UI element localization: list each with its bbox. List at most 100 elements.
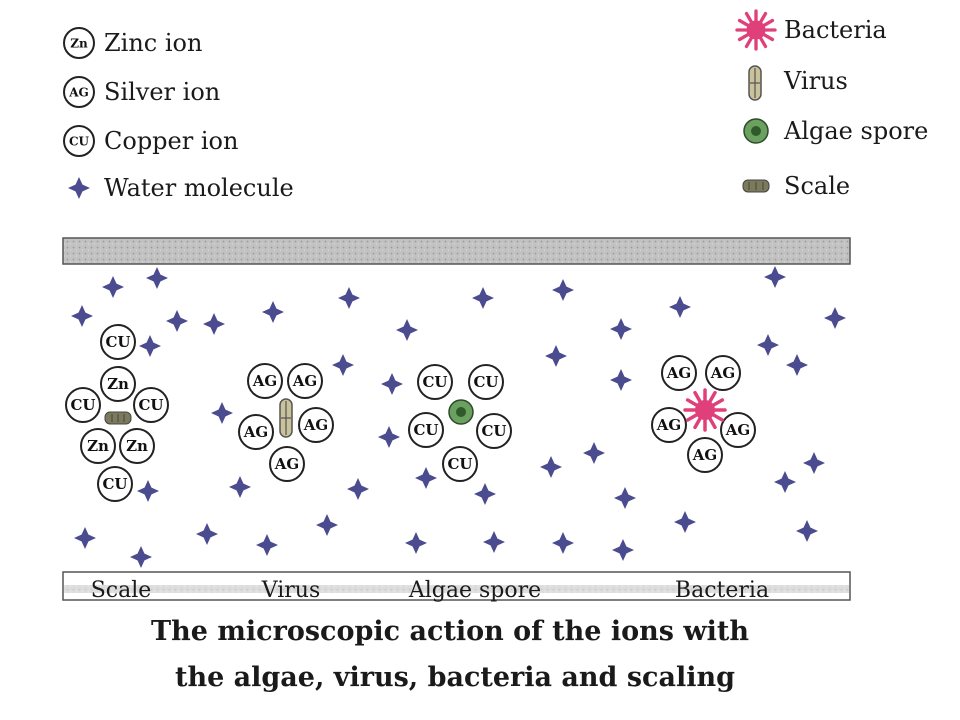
water-molecule-icon [674,511,696,533]
water-molecule-icon [614,487,636,509]
water-molecule-icon [262,301,284,323]
ion-cu: CU [100,324,136,360]
ion-cu: CU [417,364,453,400]
ion-ag: AG [661,355,697,391]
ion-label: Zn [87,437,109,455]
water-molecule-icon [583,442,605,464]
water-molecule-icon [137,480,159,502]
ion-label: AG [274,455,299,473]
ion-label: AG [666,364,691,382]
ion-cu: CU [408,412,444,448]
ion-cu: CU [97,466,133,502]
ion-cu: CU [133,387,169,423]
zinc-ion-icon [63,27,95,59]
group-labels: Scale Virus Algae spore Bacteria [91,578,769,603]
ion-cu: CU [468,364,504,400]
legend-scale-label: Scale [784,172,850,200]
water-molecule-icon [102,276,124,298]
legend-algae-label: Algae spore [783,117,928,145]
legend-item-zinc-ion: Zn Zinc ion [63,27,202,59]
water-molecule-icon [786,354,808,376]
bacteria-icon [735,9,777,51]
water-molecule-icon [415,467,437,489]
legend-zinc-symbol: Zn [70,37,88,51]
ion-label: AG [292,372,317,390]
scale-icon [104,411,132,425]
water-molecule-icon [338,287,360,309]
ion-label: AG [710,364,735,382]
ion-label: CU [473,373,498,391]
water-molecule-icon [146,267,168,289]
group-label-scale: Scale [91,578,152,603]
water-molecule-icon [396,319,418,341]
legend-copper-symbol: CU [69,135,90,149]
silver-ion-icon [63,76,95,108]
water-molecule-icon [803,452,825,474]
ion-label: CU [413,421,438,439]
water-molecule-icon [796,520,818,542]
water-molecule-icon [130,546,152,568]
water-molecule-icon [764,266,786,288]
legend-copper-label: Copper ion [104,127,238,155]
group-label-virus: Virus [261,578,321,603]
legend-item-algae-spore: Algae spore [743,117,928,145]
virus-icon [748,65,762,101]
water-molecule-icon [774,471,796,493]
water-molecule-icon [256,534,278,556]
water-molecule-icon [316,514,338,536]
ion-label: CU [422,373,447,391]
ion-cu: CU [442,446,478,482]
legend-water-label: Water molecule [104,174,294,202]
scale-icon [742,179,770,193]
ion-ag: AG [720,412,756,448]
virus-icon [279,398,293,438]
legend-item-scale: Scale [742,172,850,200]
ion-zn: Zn [100,366,136,402]
legend-right: Bacteria Virus Algae spore Sc [735,9,928,200]
ion-zn: Zn [119,428,155,464]
ion-zn: Zn [80,428,116,464]
ion-label: CU [105,333,130,351]
water-molecule-icon [139,335,161,357]
water-molecule-icon [332,354,354,376]
ion-ag: AG [238,414,274,450]
legend-item-bacteria: Bacteria [735,9,887,51]
water-molecule-icon [472,287,494,309]
ion-group-algae-spore: CU CU CU CU CU [408,364,512,482]
ion-label: CU [447,455,472,473]
ion-label: AG [252,372,277,390]
water-molecule-icon [610,318,632,340]
ion-label: Zn [107,375,129,393]
ion-label: AG [303,416,328,434]
ion-ag: AG [298,407,334,443]
ion-label: CU [481,422,506,440]
ion-label: CU [138,396,163,414]
legend-virus-label: Virus [783,67,848,95]
water-molecule-icon [757,334,779,356]
caption: The microscopic action of the ions with … [151,616,749,693]
water-molecule-icon [71,305,93,327]
water-molecule-icon [203,313,225,335]
water-molecule-icon [347,478,369,500]
ion-cu: CU [476,413,512,449]
water-molecule-icon [552,279,574,301]
legend-item-silver-ion: AG Silver ion [63,76,220,108]
water-molecule-icon [211,402,233,424]
copper-ion-icon [63,125,95,157]
water-molecule-icon [540,456,562,478]
pipe-bottom-texture [64,585,849,593]
legend-silver-symbol: AG [68,86,89,100]
ion-label: AG [725,421,750,439]
legend-item-virus: Virus [748,65,848,101]
water-molecule-icon [405,532,427,554]
ion-label: AG [692,446,717,464]
ion-label: CU [70,396,95,414]
water-molecule-icon [474,483,496,505]
legend-item-water-molecule: Water molecule [68,174,294,202]
water-molecule-icon [552,532,574,554]
